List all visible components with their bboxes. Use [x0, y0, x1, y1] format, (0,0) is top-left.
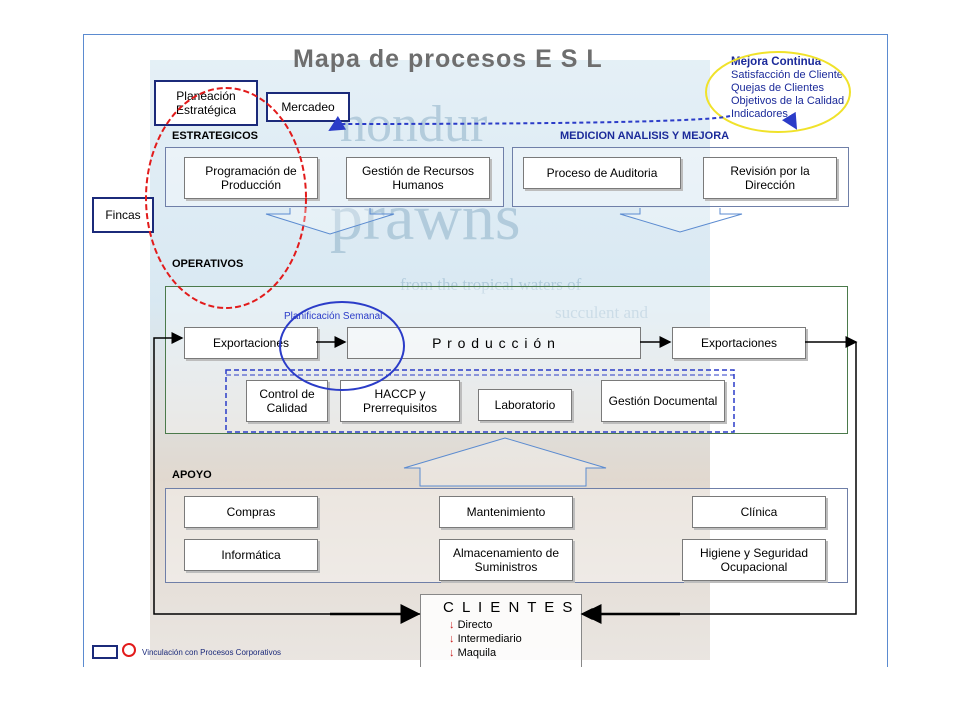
- mejora-item: Quejas de Clientes: [731, 82, 824, 94]
- programacion-box[interactable]: Programación de Producción: [184, 157, 318, 199]
- compras-box[interactable]: Compras: [184, 496, 318, 528]
- legend-circle-icon: [122, 643, 136, 657]
- clientes-item: Directo: [457, 619, 493, 631]
- loop-right: [580, 342, 857, 620]
- mantenimiento-box[interactable]: Mantenimiento: [439, 496, 573, 528]
- mejora-heading: Mejora Continua: [731, 56, 822, 68]
- arrow-down-icon: ↓: [449, 633, 455, 645]
- clientes-item: Maquila: [457, 647, 497, 659]
- planificacion-ellipse: [279, 301, 405, 391]
- arrow-down-icon: ↓: [449, 619, 455, 631]
- section-apoyo: APOYO: [172, 469, 212, 481]
- page-title: Mapa de procesos E S L: [293, 45, 603, 73]
- clinica-box[interactable]: Clínica: [692, 496, 826, 528]
- control-calidad-box[interactable]: Control de Calidad: [246, 380, 328, 422]
- haccp-box[interactable]: HACCP y Prerrequisitos: [340, 380, 460, 422]
- clientes-box[interactable]: C L I E N T E S ↓ Directo ↓ Intermediari…: [420, 594, 582, 667]
- estrategicos-chevron: [265, 208, 395, 235]
- background-tagline-1: from the tropical waters of: [400, 275, 582, 294]
- loop-left: [153, 332, 420, 615]
- legend-box-icon: [92, 645, 118, 659]
- mejora-continua-block: Mejora Continua Satisfacción de Cliente …: [731, 56, 844, 121]
- clientes-item: Intermediario: [457, 633, 522, 645]
- auditoria-box[interactable]: Proceso de Auditoria: [523, 157, 681, 189]
- exportaciones-in-box[interactable]: Exportaciones: [184, 327, 318, 359]
- higiene-box[interactable]: Higiene y Seguridad Ocupacional: [682, 539, 826, 581]
- section-estrategicos: ESTRATEGICOS: [172, 130, 258, 142]
- planificacion-label: Planificación Semanal: [284, 311, 383, 322]
- background-tagline-2: succulent and: [555, 303, 648, 322]
- mercadeo-box[interactable]: Mercadeo: [266, 92, 350, 122]
- clientes-heading: C L I E N T E S: [443, 599, 575, 616]
- section-medicion: MEDICION ANALISIS Y MEJORA: [560, 130, 730, 142]
- produccion-box[interactable]: P r o d u c c i ó n: [347, 327, 641, 359]
- gestion-rh-box[interactable]: Gestión de Recursos Humanos: [346, 157, 490, 199]
- indicadores-arrow: [781, 111, 798, 130]
- apoyo-chevron: [403, 437, 607, 487]
- corporativo-ellipse: [145, 87, 307, 309]
- planeacion-box[interactable]: Planeación Estratégica: [154, 80, 258, 126]
- medicion-chevron: [619, 208, 743, 233]
- soporte-dashed-box: [225, 369, 735, 433]
- section-operativos: OPERATIVOS: [172, 258, 244, 270]
- exportaciones-out-box[interactable]: Exportaciones: [672, 327, 806, 359]
- laboratorio-box[interactable]: Laboratorio: [478, 389, 572, 421]
- mejora-item: Satisfacción de Cliente: [731, 69, 843, 81]
- mejora-item: Objetivos de la Calidad: [731, 95, 845, 107]
- gestion-documental-box[interactable]: Gestión Documental: [601, 380, 725, 422]
- revision-box[interactable]: Revisión por la Dirección: [703, 157, 837, 199]
- informatica-box[interactable]: Informática: [184, 539, 318, 571]
- arrow-down-icon: ↓: [449, 647, 455, 659]
- medicion-arrow: [328, 115, 731, 132]
- mejora-ellipse: [705, 51, 851, 133]
- almacenamiento-box[interactable]: Almacenamiento de Suministros: [439, 539, 573, 581]
- mejora-item: Indicadores: [731, 108, 788, 120]
- fincas-box[interactable]: Fincas: [92, 197, 154, 233]
- legend-label: Vinculación con Procesos Corporativos: [142, 648, 282, 657]
